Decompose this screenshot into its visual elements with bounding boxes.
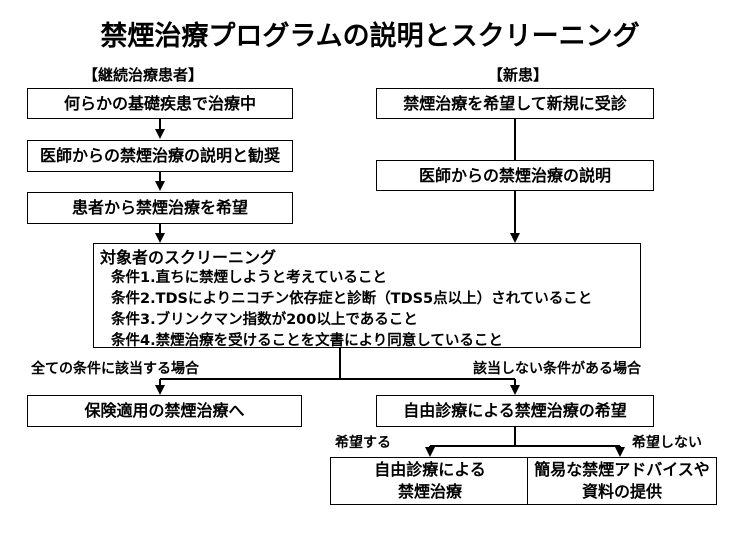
label-some-not-met: 該当しない条件がある場合 [473,361,641,377]
condition-3: 条件3.ブリンクマン指数が200以上であること [111,312,418,328]
advice-line1: 簡易な禁煙アドバイスや [534,460,710,480]
box-advice: 簡易な禁煙アドバイスや 資料の提供 [527,457,717,505]
label-not-want: 希望しない [632,435,702,451]
label-all-conditions: 全ての条件に該当する場合 [31,361,199,377]
condition-4: 条件4.禁煙治療を受けることを文書により同意していること [111,333,503,349]
box-private-treatment: 自由診療による 禁煙治療 [330,457,530,505]
box-doctor-explain: 医師からの禁煙治療の説明 [376,160,654,191]
condition-2: 条件2.TDSによりニコチン依存症と診断（TDS5点以上）されていること [111,291,593,307]
section-continuing-patients: 【継続治療患者】 [83,66,204,84]
box-doctor-explain-recommend: 医師からの禁煙治療の説明と勧奨 [27,140,293,172]
box-insured-treatment: 保険適用の禁煙治療へ [27,395,302,427]
screening-box: 対象者のスクリーニング 条件1.直ちに禁煙しようと考えていること 条件2.TDS… [93,243,641,349]
private-treatment-line2: 禁煙治療 [397,482,462,501]
private-treatment-line1: 自由診療による [374,460,486,480]
box-private-wish: 自由診療による禁煙治療の希望 [376,395,654,427]
box-patient-requests: 患者から禁煙治療を希望 [27,192,293,224]
section-new-patients: 【新患】 [488,66,549,84]
label-want: 希望する [335,435,391,451]
box-underlying-disease: 何らかの基礎疾患で治療中 [27,88,293,119]
screening-heading: 対象者のスクリーニング [100,248,277,267]
condition-1: 条件1.直ちに禁煙しようと考えていること [111,270,387,286]
box-new-visit: 禁煙治療を希望して新規に受診 [376,88,654,119]
page-title: 禁煙治療プログラムの説明とスクリーニング [100,21,640,52]
advice-line2: 資料の提供 [581,482,662,501]
